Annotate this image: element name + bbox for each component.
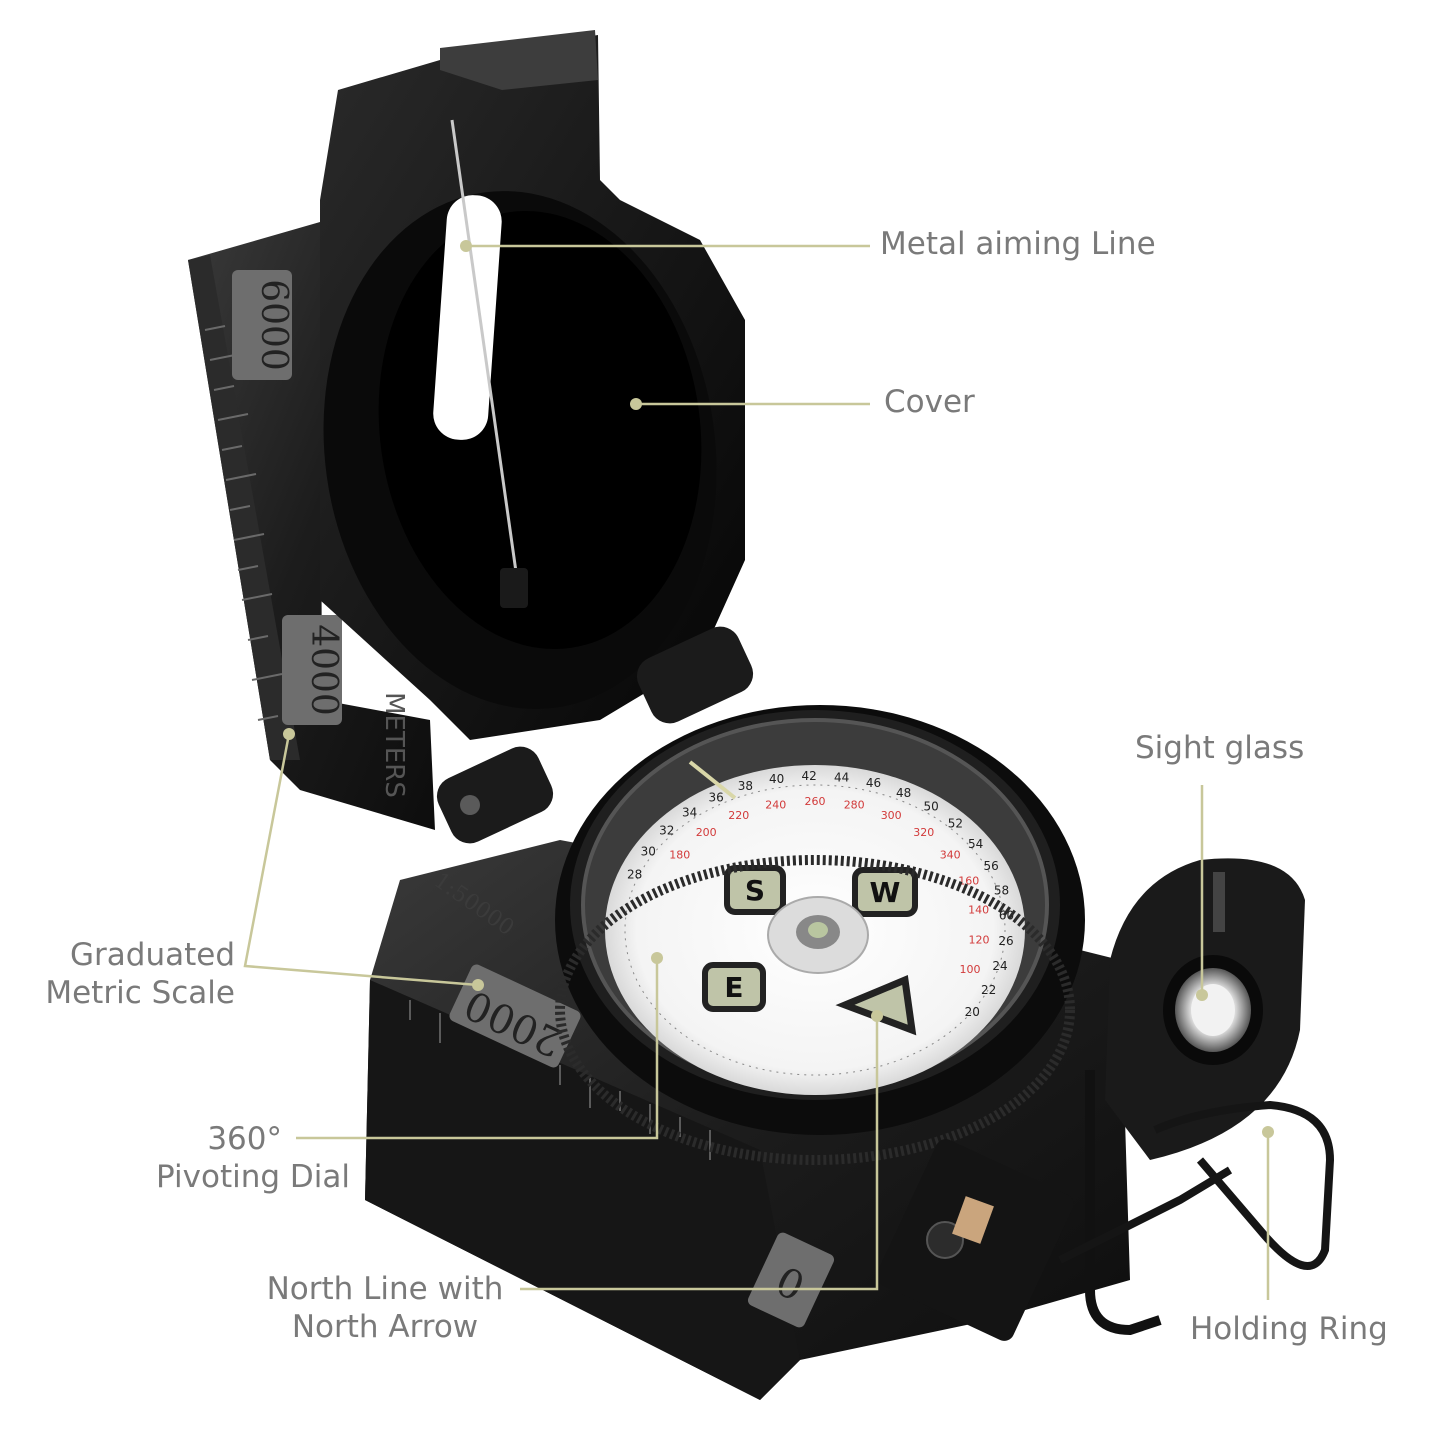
leader-pivoting-dial: [296, 958, 659, 1140]
callout-north-line-line1: North Line with: [266, 1271, 504, 1307]
marker-e: [702, 962, 766, 1012]
dial-mil-label: 54: [968, 837, 983, 851]
dial-mil-label: 26: [998, 934, 1013, 948]
dial-degree-label: 240: [765, 799, 786, 812]
aiming-wire: [450, 119, 522, 601]
dial-degree-label: 220: [728, 809, 749, 822]
callout-graduated-scale: Graduated Metric Scale: [30, 936, 235, 1012]
dial-mil-label: 20: [965, 1005, 980, 1019]
sight-slot: [433, 195, 502, 440]
cover: [320, 30, 745, 740]
meters-marking: METERS: [379, 692, 409, 798]
scale-badge-4000: [282, 615, 342, 725]
metric-scale-plate: 6000 4000 METERS: [188, 222, 435, 830]
callout-sight-glass: Sight glass: [1135, 730, 1305, 766]
callout-graduated-scale-line2: Metric Scale: [45, 975, 235, 1011]
dial-mil-label: 34: [682, 805, 697, 819]
dial-degree-label: 160: [958, 875, 979, 888]
dial-degree-label: 100: [960, 963, 981, 976]
callout-graduated-scale-line1: Graduated: [70, 937, 235, 973]
dial-mil-label: 30: [641, 845, 656, 859]
scale-badge-2000: [449, 964, 581, 1068]
callout-north-line-line2: North Arrow: [291, 1309, 479, 1345]
marker-s: [724, 865, 786, 915]
dial-mil-label: 22: [981, 983, 996, 997]
dial-mil-label: 40: [769, 772, 784, 786]
dial-mil-label: 44: [834, 771, 849, 785]
dial-mil-label: 50: [924, 800, 939, 814]
hinge: [436, 626, 754, 844]
dial-degree-label: 320: [913, 826, 934, 839]
callout-pivoting-dial-line1: 360°: [207, 1121, 282, 1157]
scale-label-6000: 6000: [253, 279, 294, 371]
dial-degree-label: 340: [940, 848, 961, 861]
scale-label-4000: 4000: [303, 624, 344, 716]
dial-mil-label: 48: [896, 786, 911, 800]
index-line: [688, 760, 737, 800]
scale-badge-6000: [232, 270, 292, 380]
dial-mil-label: 52: [948, 817, 963, 831]
leader-north-line: [520, 1016, 879, 1291]
dial-mil-label: 56: [983, 859, 998, 873]
callout-holding-ring: Holding Ring: [1190, 1311, 1388, 1347]
holding-ring: [876, 1100, 1335, 1341]
callout-north-line: North Line with North Arrow: [250, 1270, 520, 1346]
dial-degree-label: 200: [696, 826, 717, 839]
dial-mil-label: 38: [738, 779, 753, 793]
callout-pivoting-dial-line2: Pivoting Dial: [156, 1159, 350, 1195]
dial-degree-label: 180: [669, 848, 690, 861]
dial-mil-label: 42: [801, 769, 816, 783]
dial-letter-s: S: [745, 874, 765, 907]
dial-letter-e: E: [724, 971, 743, 1004]
dial-mil-label: 58: [994, 883, 1009, 897]
dial-mil-label: 32: [659, 824, 674, 838]
callout-pivoting-dial: 360° Pivoting Dial: [100, 1120, 350, 1196]
callout-metal-aiming-line: Metal aiming Line: [880, 226, 1156, 262]
dial-degree-label: 260: [805, 795, 826, 808]
dial-mil-label: 36: [708, 790, 723, 804]
leader-graduated-scale: [243, 733, 479, 987]
dial-degree-label: 120: [969, 934, 990, 947]
callout-leaders: [243, 244, 1270, 1300]
callout-cover: Cover: [884, 384, 975, 420]
scale-badge-0: [747, 1232, 835, 1328]
callout-dots: [283, 240, 1274, 1138]
dial-degree-label: 300: [881, 809, 902, 822]
dial-mil-label: 24: [992, 959, 1007, 973]
dial-degree-label: 280: [844, 799, 865, 812]
dial-letter-w: W: [870, 876, 901, 909]
dial-degree-label: 140: [968, 904, 989, 917]
dial-mil-label: 28: [627, 868, 642, 882]
dial-mil-label: 46: [866, 776, 881, 790]
rear-sight: [1085, 858, 1305, 1336]
